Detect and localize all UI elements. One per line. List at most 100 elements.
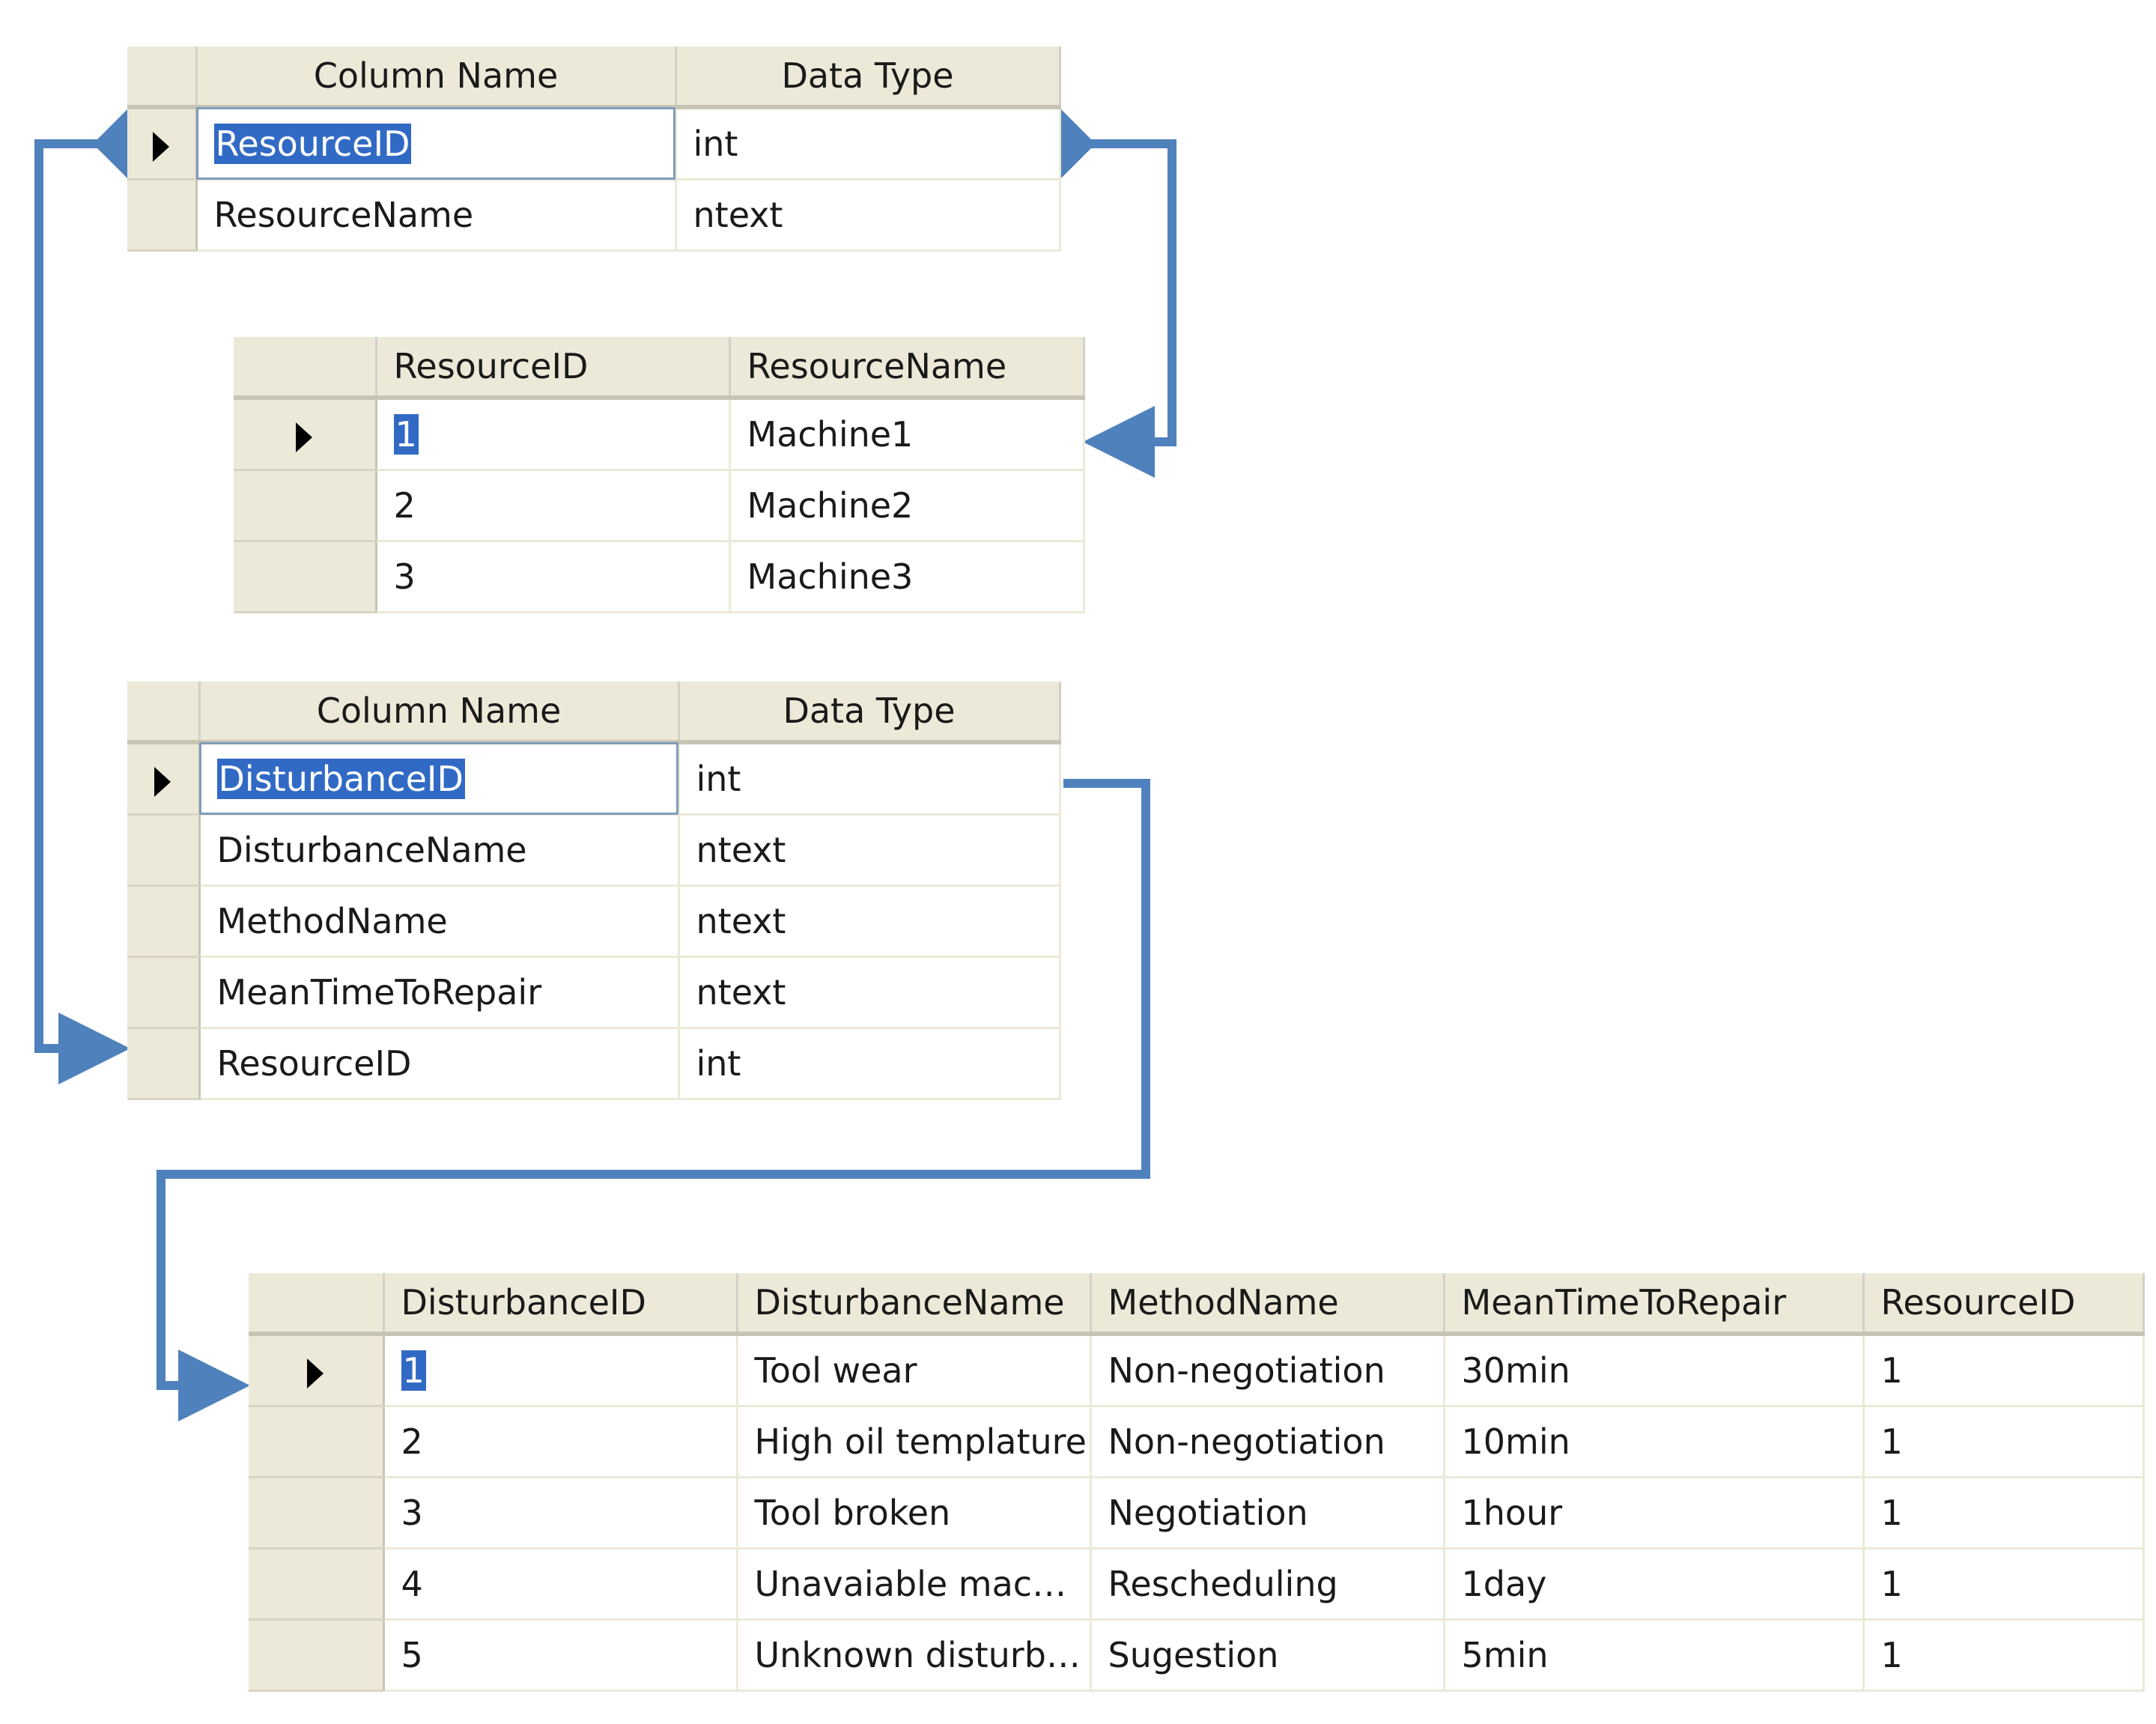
meantimetorepair-cell[interactable]: 5min	[1444, 1619, 1865, 1692]
methodname-cell[interactable]: Non-negotiation	[1090, 1406, 1445, 1478]
data-type-cell[interactable]: int	[675, 107, 1061, 180]
methodname-cell[interactable]: Negotiation	[1090, 1477, 1445, 1550]
row-selector[interactable]	[249, 1406, 385, 1478]
column-name-header[interactable]: Column Name	[196, 46, 677, 109]
table-row[interactable]: 1 Machine1	[234, 398, 1085, 471]
table-row[interactable]: DisturbanceName ntext	[127, 814, 1061, 887]
disturbancename-cell[interactable]: Tool wear	[737, 1334, 1092, 1407]
table-row[interactable]: 1 Tool wear Non-negotiation 30min 1	[249, 1334, 2145, 1407]
meantimetorepair-cell[interactable]: 1day	[1444, 1548, 1865, 1621]
resourceid-cell[interactable]: 3	[376, 541, 731, 613]
column-name-cell[interactable]: MeanTimeToRepair	[199, 956, 680, 1029]
methodname-cell[interactable]: Sugestion	[1090, 1619, 1445, 1692]
disturbancename-cell[interactable]: Unknown disturb…	[737, 1619, 1092, 1692]
resourceid-cell[interactable]: 1	[376, 398, 731, 471]
methodname-cell[interactable]: Non-negotiation	[1090, 1334, 1445, 1407]
current-row-icon	[296, 422, 313, 452]
row-selector[interactable]	[127, 885, 201, 958]
table-row[interactable]: MethodName ntext	[127, 885, 1061, 958]
column-name-cell[interactable]: ResourceName	[196, 179, 677, 252]
methodname-header[interactable]: MethodName	[1090, 1273, 1445, 1336]
row-selector-header	[249, 1273, 385, 1336]
resourcename-cell[interactable]: Machine2	[729, 470, 1085, 542]
table-row[interactable]: ResourceID int	[127, 107, 1061, 180]
disturbanceid-cell[interactable]: 2	[383, 1406, 738, 1478]
data-type-header[interactable]: Data Type	[675, 46, 1061, 109]
row-selector-header	[234, 337, 377, 400]
disturbanceid-cell[interactable]: 5	[383, 1619, 738, 1692]
disturbanceid-header[interactable]: DisturbanceID	[383, 1273, 738, 1336]
resourceid-cell[interactable]: 1	[1863, 1548, 2145, 1621]
disturbanceid-cell[interactable]: 3	[383, 1477, 738, 1550]
disturbancename-cell[interactable]: Tool broken	[737, 1477, 1092, 1550]
data-type-header[interactable]: Data Type	[678, 682, 1061, 744]
data-type-cell[interactable]: int	[678, 1028, 1061, 1100]
disturbance-schema-grid: Column Name Data Type DisturbanceID int …	[127, 682, 1061, 1100]
disturbancename-cell[interactable]: High oil templature	[737, 1406, 1092, 1478]
meantimetorepair-cell[interactable]: 1hour	[1444, 1477, 1865, 1550]
resourcename-cell[interactable]: Machine3	[729, 541, 1085, 613]
row-selector[interactable]	[127, 814, 201, 887]
column-name-cell[interactable]: MethodName	[199, 885, 680, 958]
current-row-icon	[154, 766, 171, 797]
table-row[interactable]: ResourceID int	[127, 1028, 1061, 1100]
column-name-header[interactable]: Column Name	[199, 682, 680, 744]
row-selector[interactable]	[127, 1028, 201, 1100]
row-selector-header	[127, 682, 201, 744]
row-selector[interactable]	[249, 1548, 385, 1621]
resourceid-cell[interactable]: 1	[1863, 1406, 2145, 1478]
data-type-cell[interactable]: ntext	[675, 179, 1061, 252]
resourceid-cell[interactable]: 2	[376, 470, 731, 542]
resourceid-header[interactable]: ResourceID	[376, 337, 731, 400]
data-type-cell[interactable]: ntext	[678, 885, 1061, 958]
table-row[interactable]: 2 High oil templature Non-negotiation 10…	[249, 1406, 2145, 1478]
row-selector[interactable]	[127, 179, 198, 252]
resource-schema-grid: Column Name Data Type ResourceID int Res…	[127, 46, 1061, 252]
table-row[interactable]: 5 Unknown disturb… Sugestion 5min 1	[249, 1619, 2145, 1692]
table-row[interactable]: DisturbanceID int	[127, 742, 1061, 816]
link-resource-schema-to-data	[1024, 108, 1176, 478]
disturbancename-header[interactable]: DisturbanceName	[737, 1273, 1092, 1336]
row-selector[interactable]	[249, 1619, 385, 1692]
row-selector[interactable]	[127, 107, 198, 180]
resourcename-header[interactable]: ResourceName	[729, 337, 1085, 400]
table-row[interactable]: 3 Tool broken Negotiation 1hour 1	[249, 1477, 2145, 1550]
disturbancename-cell[interactable]: Unavaiable mac…	[737, 1548, 1092, 1621]
column-name-cell[interactable]: ResourceID	[196, 107, 677, 180]
table-row[interactable]: MeanTimeToRepair ntext	[127, 956, 1061, 1029]
meantimetorepair-cell[interactable]: 10min	[1444, 1406, 1865, 1478]
column-name-cell[interactable]: DisturbanceID	[199, 742, 680, 816]
table-row[interactable]: 2 Machine2	[234, 470, 1085, 542]
row-selector[interactable]	[249, 1477, 385, 1550]
table-row[interactable]: ResourceName ntext	[127, 179, 1061, 252]
resourcename-cell[interactable]: Machine1	[729, 398, 1085, 471]
data-type-cell[interactable]: int	[678, 742, 1061, 816]
current-row-icon	[153, 131, 170, 162]
table-row[interactable]: 4 Unavaiable mac… Rescheduling 1day 1	[249, 1548, 2145, 1621]
methodname-cell[interactable]: Rescheduling	[1090, 1548, 1445, 1621]
disturbanceid-cell[interactable]: 1	[383, 1334, 738, 1407]
column-name-cell[interactable]: DisturbanceName	[199, 814, 680, 887]
resourceid-cell[interactable]: 1	[1863, 1477, 2145, 1550]
current-row-icon	[307, 1358, 324, 1388]
disturbanceid-cell[interactable]: 4	[383, 1548, 738, 1621]
link-resource-to-disturbance-fk	[34, 108, 165, 1084]
row-selector[interactable]	[234, 541, 377, 613]
resourceid-cell[interactable]: 1	[1863, 1619, 2145, 1692]
data-type-cell[interactable]: ntext	[678, 814, 1061, 887]
row-selector[interactable]	[127, 956, 201, 1029]
resourceid-cell[interactable]: 1	[1863, 1334, 2145, 1407]
data-type-cell[interactable]: ntext	[678, 956, 1061, 1029]
column-name-cell[interactable]: ResourceID	[199, 1028, 680, 1100]
disturbance-data-grid: DisturbanceID DisturbanceName MethodName…	[249, 1273, 2145, 1692]
row-selector[interactable]	[234, 398, 377, 471]
row-selector[interactable]	[127, 742, 201, 816]
meantimetorepair-header[interactable]: MeanTimeToRepair	[1444, 1273, 1865, 1336]
meantimetorepair-cell[interactable]: 30min	[1444, 1334, 1865, 1407]
resourceid-header[interactable]: ResourceID	[1863, 1273, 2145, 1336]
table-row[interactable]: 3 Machine3	[234, 541, 1085, 613]
resource-data-grid: ResourceID ResourceName 1 Machine1 2 Mac…	[234, 337, 1085, 613]
row-selector[interactable]	[234, 470, 377, 542]
row-selector[interactable]	[249, 1334, 385, 1407]
